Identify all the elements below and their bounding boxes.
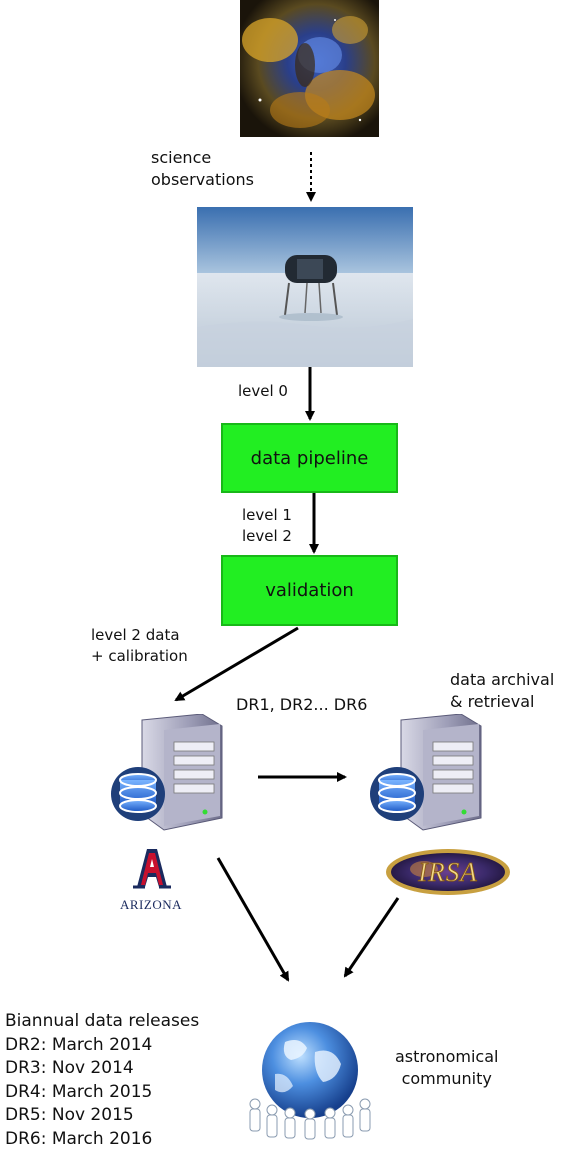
validation-label: validation	[265, 580, 354, 601]
svg-text:ARIZONA: ARIZONA	[120, 897, 182, 912]
level2-data-label: level 2 data + calibration	[91, 625, 188, 667]
community-line1: astronomical	[395, 1047, 499, 1066]
data-release-item: DR5: Nov 2015	[5, 1105, 134, 1125]
data-release-item: DR2: March 2014	[5, 1034, 153, 1055]
data-pipeline-box: data pipeline	[221, 423, 398, 493]
data-release-item: DR4: March 2015	[5, 1081, 153, 1102]
nebula-image	[240, 0, 379, 137]
level2-label: level 2	[242, 527, 292, 545]
science-label-line2: observations	[151, 170, 254, 189]
dr-list-label: DR1, DR2... DR6	[236, 695, 368, 714]
science-observations-label: science observations	[151, 147, 254, 191]
telescope-image	[197, 207, 413, 367]
irsa-logo: IRSA	[384, 847, 512, 897]
arrow-level2-data	[174, 626, 299, 702]
level0-label: level 0	[238, 382, 288, 400]
level2-data-line2: + calibration	[91, 647, 188, 665]
data-archival-line1: data archival	[450, 670, 555, 689]
data-archival-line2: & retrieval	[450, 692, 535, 711]
svg-text:IRSA: IRSA	[417, 857, 477, 887]
science-label-line1: science	[151, 148, 212, 167]
data-releases-list: Biannual data releases DR2: March 2014 D…	[5, 1010, 199, 1151]
data-release-item: DR3: Nov 2014	[5, 1058, 134, 1078]
data-archival-label: data archival & retrieval	[450, 669, 554, 713]
level1-label: level 1	[242, 506, 292, 524]
astronomical-community-label: astronomical community	[395, 1046, 498, 1090]
arrow-irsa-community	[343, 897, 400, 978]
community-line2: community	[401, 1069, 492, 1088]
arrow-arizona-community	[216, 857, 290, 982]
data-pipeline-label: data pipeline	[250, 447, 369, 469]
level1-2-label: level 1 level 2	[242, 505, 292, 547]
data-releases-title: Biannual data releases	[5, 1011, 200, 1031]
globe-with-people-icon	[245, 1012, 375, 1142]
database-server-icon	[369, 713, 484, 832]
validation-box: validation	[221, 555, 398, 626]
arizona-logo: ARIZONA	[109, 843, 195, 915]
data-release-item: DR6: March 2016	[5, 1128, 153, 1149]
database-server-icon	[110, 713, 225, 832]
level2-data-line1: level 2 data	[91, 626, 180, 644]
